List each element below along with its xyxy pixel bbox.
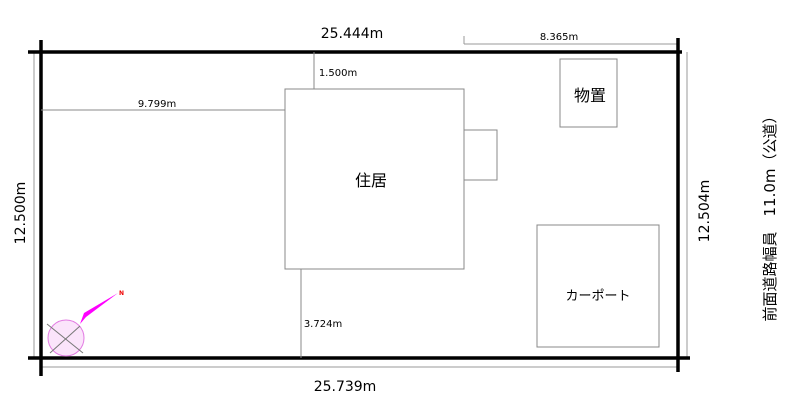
house-left-dimension: 9.799m [138,99,176,110]
house-annex [463,129,498,181]
house-bottom-dimension: 3.724m [304,319,342,330]
house-label: 住居 [355,171,387,190]
carport-label: カーポート [565,289,630,304]
storage-label: 物置 [574,86,606,105]
right-dimension: 12.504m [697,180,713,243]
carport [536,224,660,348]
storage-shed [559,58,618,128]
lot-boundary [28,38,690,376]
house-top-dimension: 1.500m [319,68,357,79]
bottom-dimension: 25.739m [314,379,377,395]
house [284,88,465,270]
north-arrow-icon: N [46,290,124,357]
left-dimension: 12.500m [13,182,29,245]
top-dimension: 25.444m [321,26,384,42]
road-width-label: 前面道路幅員 11.0m（公道） [761,108,779,321]
north-label: N [119,290,124,297]
top-right-dimension: 8.365m [540,32,578,43]
